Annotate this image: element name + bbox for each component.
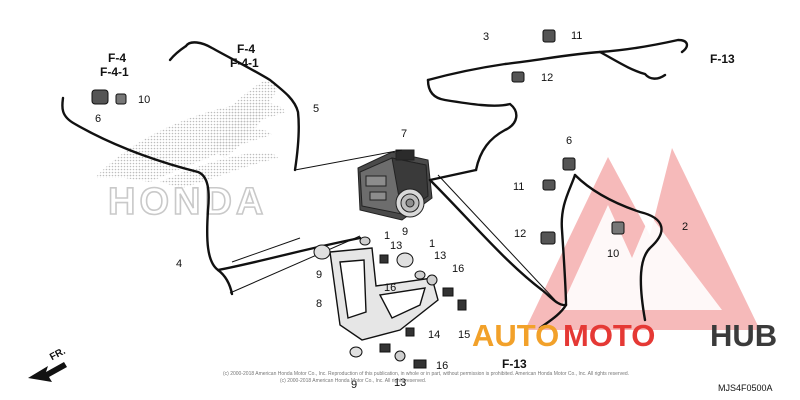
bracket-8 [329,247,439,341]
brake-pipes [61,38,689,330]
callout-6b: 6 [566,135,573,147]
callout-6a: 6 [95,113,102,125]
callout-9b: 9 [402,226,409,238]
small-parts [91,29,625,369]
ref-top-left-2: F-4-1 [100,65,129,79]
callout-11b: 11 [513,181,525,193]
callout-1b: 1 [429,238,436,250]
diagram-code: MJS4F0500A [718,383,773,393]
forward-arrow-icon [28,362,67,382]
callout-10b: 10 [607,248,620,260]
callout-16a: 16 [452,263,465,275]
ref-top-right: F-13 [710,52,735,66]
brand-word-hub: HUB [710,318,778,353]
brand-word-auto: AUTO [472,318,560,353]
honda-wing-logo [95,80,286,188]
callout-12b: 12 [514,228,527,240]
ref-bottom: F-13 [502,357,527,371]
callout-1a: 1 [384,230,391,242]
honda-watermark-text: HONDA [108,181,267,223]
copyright-line-2: (c) 2000-2018 American Honda Motor Co., … [280,378,427,384]
callout-15: 15 [458,329,471,341]
callout-14: 14 [428,329,441,341]
callout-8: 8 [316,298,323,310]
callout-4: 4 [176,258,183,270]
callout-7: 7 [401,128,408,140]
callout-10a: 10 [138,94,151,106]
ref-top-mid-2: F-4-1 [230,56,259,70]
callout-9c: 9 [351,379,358,391]
brand-word-moto: MOTO [563,318,656,353]
callout-3: 3 [483,31,490,43]
callout-11a: 11 [571,30,583,42]
ref-top-mid-1: F-4 [237,42,255,56]
abs-modulator-unit [357,149,433,221]
automotohub-triangle-logo [525,148,760,330]
callout-13b: 13 [434,250,447,262]
copyright-line-1: (c) 2000-2018 American Honda Motor Co., … [223,371,630,377]
callout-16b: 16 [384,282,397,294]
ref-top-left-1: F-4 [108,51,126,65]
callout-9a: 9 [316,269,323,281]
callout-2: 2 [682,221,689,233]
callout-5: 5 [313,103,320,115]
callout-13a: 13 [390,240,403,252]
callout-12a: 12 [541,72,554,84]
callout-13c: 13 [394,377,407,389]
leader-lines [229,149,556,301]
callout-16c: 16 [436,360,449,372]
